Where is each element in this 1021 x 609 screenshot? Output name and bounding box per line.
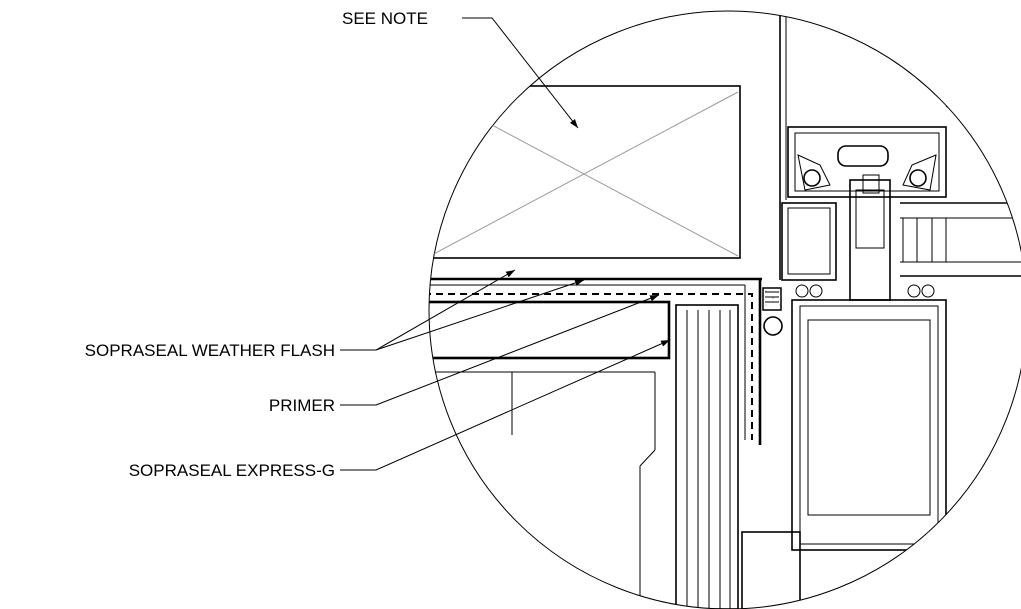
- express-g-board: [429, 300, 671, 360]
- sealant-backer-rod: [762, 287, 783, 336]
- vertical-board: [675, 304, 739, 609]
- callout-primer: PRIMER: [269, 396, 335, 415]
- leader-weather-flash: [340, 269, 585, 351]
- callout-see-note: SEE NOTE: [342, 9, 428, 28]
- callout-weather-flash: SOPRASEAL WEATHER FLASH: [85, 341, 335, 360]
- wall-framing: [429, 371, 656, 609]
- primer-line: [429, 293, 753, 440]
- leader-see-note: [462, 17, 579, 129]
- curtain-wall-frame: [741, 11, 1021, 609]
- weather-flash-membrane: [429, 277, 762, 440]
- blocking-member: [429, 85, 741, 259]
- leader-express-g: [340, 339, 671, 471]
- callout-express-g: SOPRASEAL EXPRESS-G: [129, 461, 335, 480]
- leader-primer: [340, 294, 660, 406]
- detail-circle: [428, 10, 1021, 609]
- section-detail: [429, 11, 1021, 609]
